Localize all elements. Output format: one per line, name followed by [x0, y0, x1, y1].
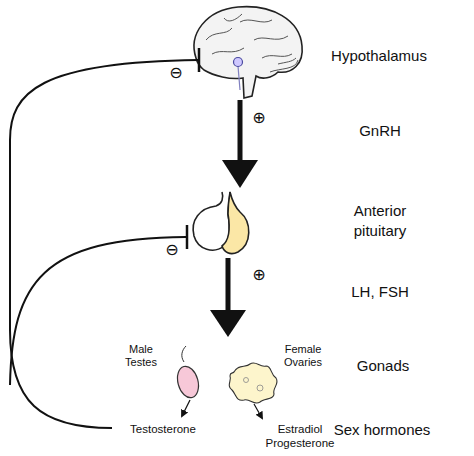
hormone-label: Estradiol Progesterone — [255, 422, 345, 450]
arrow-head — [222, 160, 258, 188]
hypothalamus-dot — [234, 58, 243, 67]
secretion-arrow — [254, 404, 262, 418]
level-label: Hypothalamus — [319, 47, 439, 65]
inhibit-sign: ⊖ — [165, 63, 187, 83]
stimulate-sign: ⊕ — [248, 265, 270, 285]
pituitary-illustration — [193, 192, 249, 254]
feedback-line — [10, 60, 198, 428]
hormone-label: Testosterone — [113, 422, 213, 436]
brain-sulci — [206, 14, 292, 58]
level-label: Anterior pituitary — [330, 201, 430, 241]
spermatic-cord — [182, 346, 186, 362]
stimulate-sign: ⊕ — [248, 108, 270, 128]
secretion-arrow — [182, 400, 190, 416]
hormone-label: GnRH — [330, 122, 430, 140]
inhibition-bar — [198, 48, 201, 72]
level-label: Gonads — [328, 357, 438, 375]
feedback-line — [10, 237, 186, 385]
follicle — [257, 385, 263, 391]
stimulation-arrow — [210, 258, 246, 337]
gonad-label: Male Testes — [116, 343, 166, 369]
ovary-shape — [229, 363, 277, 403]
level-label: Sex hormones — [322, 421, 442, 439]
gonad-label: Female Ovaries — [273, 343, 333, 369]
posterior-lobe — [222, 192, 249, 254]
testis-shape — [174, 364, 202, 400]
arrow-shaft — [238, 100, 243, 162]
cerebellum-lines — [270, 58, 298, 72]
brain-illustration — [194, 7, 302, 98]
anterior-lobe — [193, 192, 230, 250]
hormone-label: LH, FSH — [325, 283, 435, 301]
testis-illustration — [174, 346, 202, 400]
ovary-illustration — [229, 363, 277, 403]
arrow-shaft — [226, 258, 231, 312]
inhibit-sign: ⊖ — [161, 240, 183, 260]
pituitary-stalk — [238, 66, 240, 90]
inhibition-bar — [186, 225, 189, 249]
arrow-head — [210, 310, 246, 337]
follicle — [244, 378, 249, 383]
brain-outline — [194, 7, 302, 98]
